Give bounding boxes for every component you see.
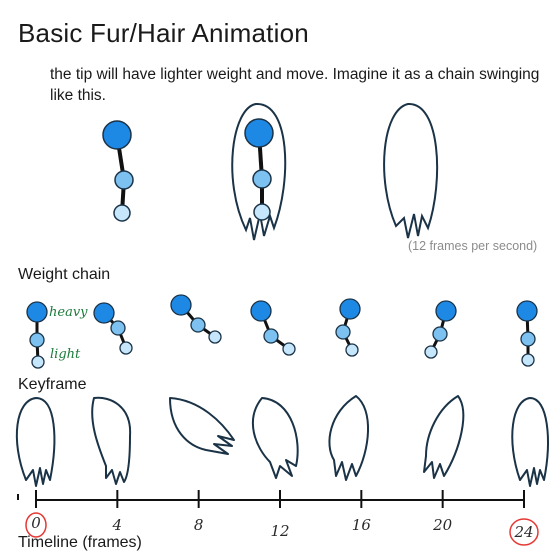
frame-0-circle <box>25 512 47 538</box>
heavy-label: heavy <box>49 305 88 320</box>
light-label: light <box>50 347 81 362</box>
timeline-label-8: 8 <box>194 516 204 534</box>
keyframe-0 <box>15 397 56 487</box>
chain-frame-20 <box>424 300 457 359</box>
weight-chain-heading: Weight chain <box>18 266 111 283</box>
chain-frame-12 <box>250 300 296 356</box>
chain-frame-16 <box>335 298 361 357</box>
timeline-label-4: 4 <box>112 516 123 534</box>
keyframe-24 <box>511 397 549 487</box>
keyframe-4 <box>91 396 132 485</box>
heavy-node <box>102 120 132 150</box>
keyframe-heading: Keyframe <box>18 376 87 393</box>
timeline-label-20: 20 <box>432 516 453 534</box>
timeline-label-24: 24 <box>513 523 533 541</box>
timeline: 0 4 8 12 16 20 24 <box>17 490 539 546</box>
keyframe-12 <box>251 397 299 479</box>
chain-frame-8 <box>170 294 222 344</box>
light-node <box>113 204 131 222</box>
demo-chain-in-strand <box>231 102 287 241</box>
timeline-label-16: 16 <box>352 516 372 534</box>
keyframe-8 <box>169 397 235 455</box>
keyframe-20 <box>423 395 465 479</box>
keyframe-row <box>15 395 549 487</box>
mid-node <box>114 170 134 190</box>
timeline-label-12: 12 <box>270 522 289 540</box>
frame-24-circle <box>509 518 539 546</box>
timeline-label-0: 0 <box>31 514 41 532</box>
demo-chain <box>102 120 134 222</box>
chain-frame-4 <box>93 302 133 355</box>
timeline-heading: Timeline (frames) <box>18 534 142 551</box>
intro-text: the tip will have lighter weight and mov… <box>50 66 540 104</box>
page-title: Basic Fur/Hair Animation <box>18 18 309 48</box>
fps-note: (12 frames per second) <box>408 239 538 253</box>
weight-chain-row: heavy light <box>26 294 538 369</box>
chain-frame-0 <box>26 301 48 369</box>
keyframe-16 <box>328 395 369 481</box>
chain-frame-24 <box>516 300 538 367</box>
demo-strand <box>383 102 439 239</box>
